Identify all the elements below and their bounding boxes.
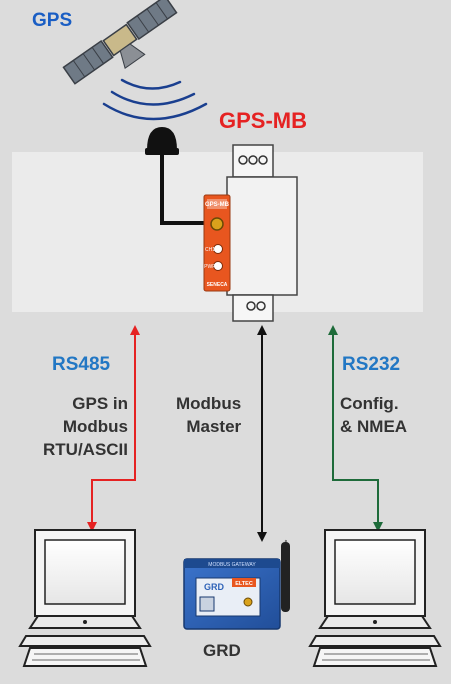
modbus-description: Modbus Master bbox=[176, 392, 241, 438]
rs485-desc-line: RTU/ASCII bbox=[43, 440, 128, 459]
rs232-description: Config. & NMEA bbox=[340, 392, 407, 438]
grd-label: GRD bbox=[203, 641, 241, 660]
computer-icon bbox=[18, 529, 152, 667]
modbus-desc-line: Master bbox=[186, 417, 242, 436]
device-front-brand: SENECA bbox=[207, 282, 228, 288]
rs232-label: RS232 bbox=[342, 354, 401, 375]
gps-label: GPS bbox=[32, 10, 73, 31]
grd-front-strip: MODBUS GATEWAY bbox=[208, 562, 256, 568]
gateway-device-icon bbox=[183, 539, 290, 630]
grd-front-badge: ELTEC bbox=[235, 581, 253, 587]
satellite-icon bbox=[62, 0, 178, 85]
rs232-desc-line: Config. bbox=[340, 394, 399, 413]
rs232-desc-line: & NMEA bbox=[340, 417, 408, 436]
rs485-desc-line: GPS in bbox=[72, 394, 128, 413]
rs485-label: RS485 bbox=[52, 354, 111, 375]
antenna-icon bbox=[145, 127, 207, 225]
rs485-description: GPS in Modbus RTU/ASCII bbox=[43, 392, 128, 461]
signal-waves bbox=[102, 78, 208, 121]
device-front-name: GPS-MB bbox=[205, 202, 230, 208]
device-title: GPS-MB bbox=[219, 108, 307, 133]
modbus-desc-line: Modbus bbox=[176, 394, 242, 413]
din-rail-module-icon bbox=[203, 144, 298, 322]
rs485-desc-line: Modbus bbox=[62, 417, 128, 436]
grd-front-name: GRD bbox=[204, 582, 225, 592]
rs232-link bbox=[328, 325, 383, 532]
computer-icon bbox=[308, 529, 442, 667]
rs485-link bbox=[87, 325, 140, 532]
device-front-tag1: CH1 bbox=[205, 247, 215, 253]
device-front-tag2: PWR bbox=[204, 264, 216, 270]
